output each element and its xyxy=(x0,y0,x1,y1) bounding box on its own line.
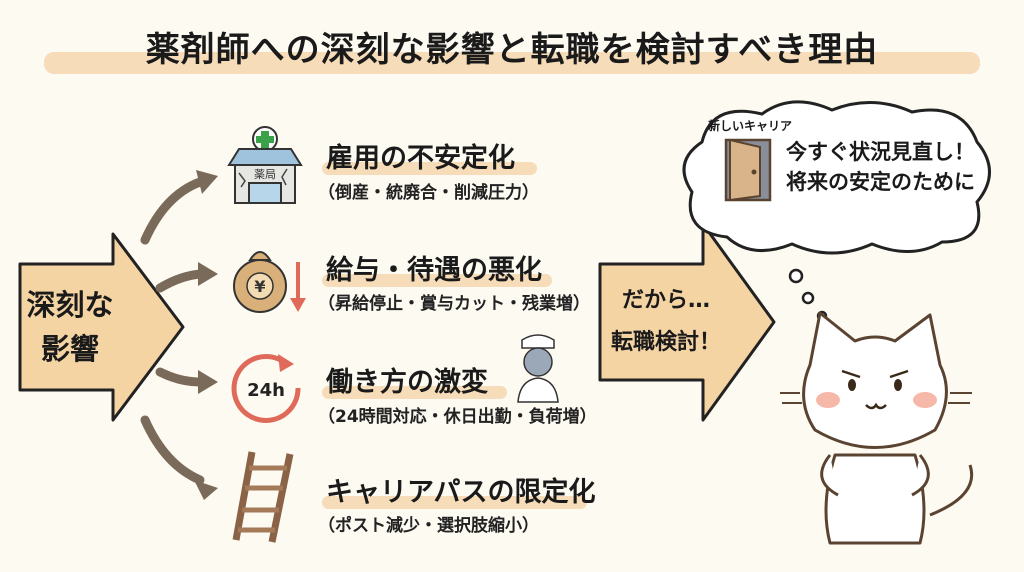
page-title: 薬剤師への深刻な影響と転職を検討すべき理由 xyxy=(145,30,879,70)
conclusion-label: だから… 転職検討！ xyxy=(596,280,736,364)
source-label: 深刻な 影響 xyxy=(20,283,120,371)
thought-cloud xyxy=(682,100,991,322)
item-detail-workstyle: （24時間対応・休日出勤・負荷増） xyxy=(318,407,597,427)
curve-arrow-4 xyxy=(140,415,205,485)
clock-24h-icon: 24h xyxy=(231,353,301,423)
conclusion-line1: だから… xyxy=(621,288,710,313)
door-label: 新しいキャリア xyxy=(708,119,793,133)
cat-illustration xyxy=(780,311,973,545)
conclusion-line2: 転職検討！ xyxy=(610,330,721,355)
curve-arrow-2 xyxy=(155,269,205,293)
svg-text:薬局: 薬局 xyxy=(254,168,276,181)
svg-text:¥: ¥ xyxy=(254,277,265,296)
tired-nurse-icon xyxy=(517,334,559,403)
item-detail-employment: （倒産・統廃合・削減圧力） xyxy=(318,183,539,203)
source-arrow xyxy=(18,232,185,422)
source-line2: 影響 xyxy=(40,332,99,366)
source-line1: 深刻な xyxy=(26,288,114,322)
svg-text:24h: 24h xyxy=(247,380,285,401)
conclusion-arrow xyxy=(598,222,776,422)
curve-arrow-3 xyxy=(155,367,205,387)
title-highlight xyxy=(44,52,980,74)
pharmacy-building-icon: 薬局 xyxy=(227,126,303,204)
thought-line2: 将来の安定のために xyxy=(786,170,975,194)
thought-text: 今すぐ状況見直し！ 将来の安定のために xyxy=(786,137,975,197)
item-heading-employment: 雇用の不安定化 xyxy=(326,143,515,174)
thought-line1: 今すぐ状況見直し！ xyxy=(786,140,975,164)
curve-arrow-1 xyxy=(140,177,205,245)
item-heading-career: キャリアパスの限定化 xyxy=(326,477,596,508)
item-heading-salary: 給与・待遇の悪化 xyxy=(326,255,542,286)
item-heading-workstyle: 働き方の激変 xyxy=(326,367,488,398)
broken-ladder-icon xyxy=(232,451,294,543)
item-detail-career: （ポスト減少・選択肢縮小） xyxy=(318,516,539,536)
item-detail-salary: （昇給停止・賞与カット・残業増） xyxy=(318,294,590,314)
money-bag-icon: ¥ xyxy=(233,251,306,313)
